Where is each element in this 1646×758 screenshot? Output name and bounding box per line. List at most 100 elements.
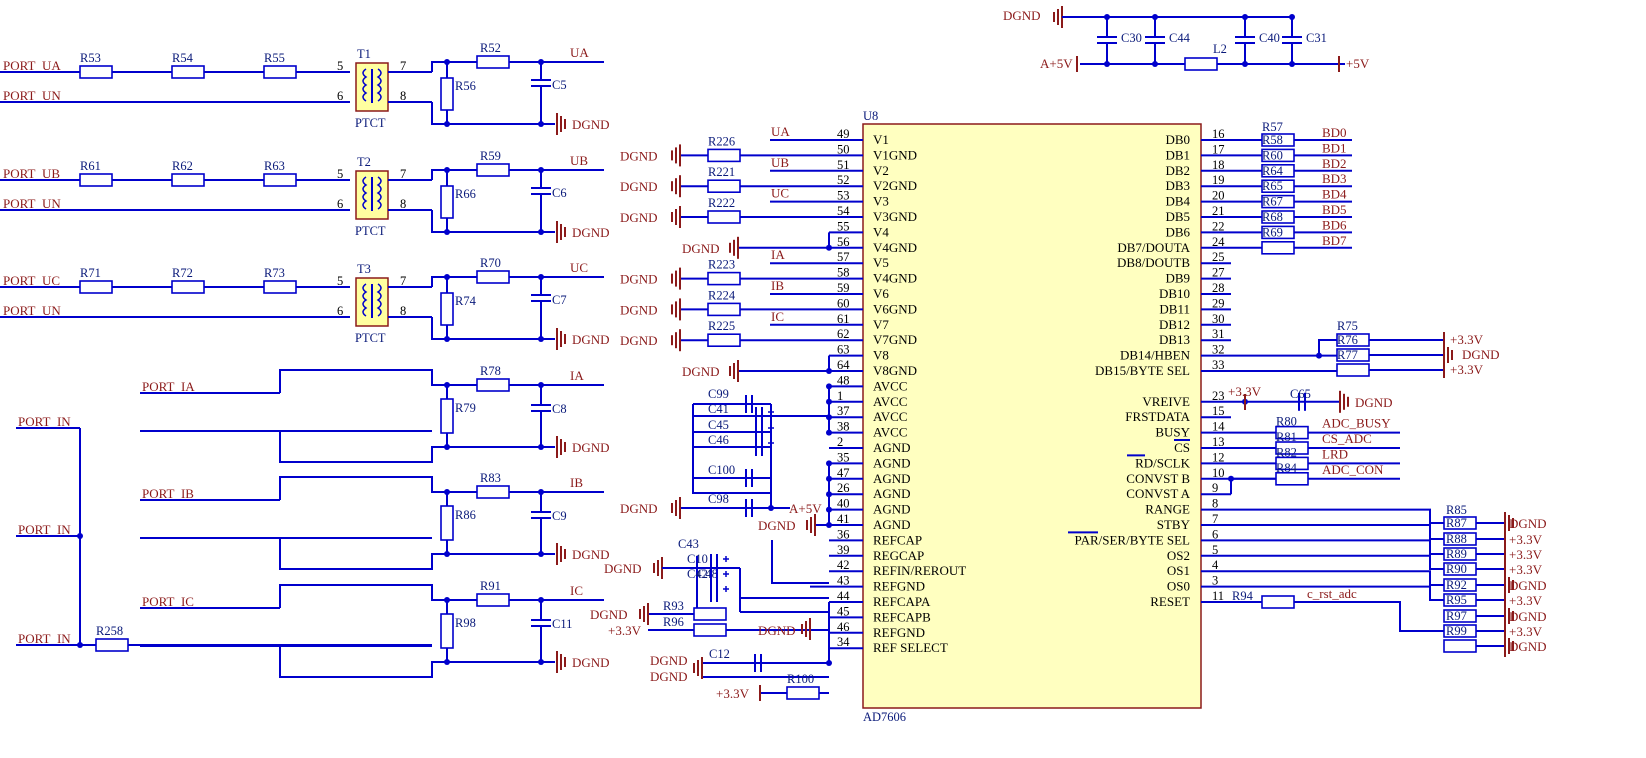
pin-name: DB5 [1165,209,1190,224]
pin-name: V8 [873,348,889,363]
plus-mark [723,586,729,592]
ground-label: DGND [1509,578,1547,593]
ground-label: DGND [620,148,658,163]
port-label: PORT_UB [3,166,60,181]
pin-name: V5 [873,255,889,270]
pin-name: REFGND [873,625,925,640]
pin-number: 20 [1212,189,1225,203]
resistor-label: R99 [1446,624,1467,638]
resistor-label: R87 [1446,516,1467,530]
transformer-label: T1 [357,47,371,61]
capacitor-label: C99 [708,387,729,401]
pin-number: 7 [400,167,406,181]
capacitor-label: C12 [709,647,730,661]
pin-name: V4 [873,224,889,239]
resistor [707,148,741,163]
pin-number: 2 [837,435,843,449]
pin-name: CONVST A [1126,486,1190,501]
pin-number: 8 [400,304,406,318]
pin-number: 45 [837,604,850,618]
resistor [440,613,454,649]
net-label: LRD [1322,446,1348,461]
resistor [707,179,741,193]
pin-name: V8GND [873,363,917,378]
pin-name: AGND [873,440,911,455]
wire [279,646,555,678]
wire [279,431,555,463]
pin-name: AVCC [873,378,907,393]
ground-label: DGND [1509,516,1547,531]
pin-number: 7 [400,59,406,73]
pin-name: STBY [1157,517,1191,532]
pin-number: 7 [1212,512,1218,526]
pin-name: DB6 [1165,224,1190,239]
pin-number: 51 [837,158,850,172]
pin-number: 43 [837,574,850,588]
pin-number: 6 [337,304,343,318]
wire [431,210,555,233]
resistor [476,593,510,607]
ground-label: DGND [620,302,658,317]
ground-label: DGND [604,561,642,576]
wire [431,276,477,287]
pin-number: 19 [1212,173,1225,187]
resistor-label: R80 [1276,415,1297,429]
ground-label: DGND [1003,8,1041,23]
junction-dot [826,460,832,467]
ground-label: DGND [620,179,658,194]
junction-dot [826,506,832,513]
pin-number: 38 [837,420,850,434]
pin-name: DB8/DOUTB [1117,255,1190,270]
resistor-label: R88 [1446,532,1467,546]
pin-name: V7 [873,317,889,332]
ground-label: DGND [590,607,628,622]
resistor [440,185,454,219]
transformer-coil [362,176,368,210]
resistor [440,398,454,434]
pin-name: V7GND [873,332,917,347]
pin-number: 24 [1212,235,1225,249]
supply-label: +3.3V [716,686,750,701]
pin-name: DB9 [1165,271,1190,286]
plus-mark [768,425,774,431]
pin-name: AGND [873,455,911,470]
resistor-label: R63 [264,159,285,173]
net-label: IC [570,583,583,598]
supply-label: +3.3V [1509,562,1543,577]
pin-name: DB3 [1165,178,1190,193]
pin-number: 15 [1212,404,1225,418]
resistor-label: R92 [1446,578,1467,592]
pin-name: AVCC [873,394,907,409]
ground-label: DGND [650,669,688,684]
pin-number: 39 [837,543,850,557]
port-in-label: PORT_IN [18,522,71,537]
resistor-label: R83 [480,471,501,485]
pin-number: 18 [1212,158,1225,172]
pin-number: 25 [1212,250,1225,264]
resistor [707,333,741,348]
capacitor-label: C30 [1121,31,1142,45]
capacitor-label: C48 [697,567,718,581]
neutral-label: PORT_UN [3,303,61,318]
pin-name: CS [1174,440,1190,455]
net-label: ADC_CON [1322,462,1384,477]
net-label: UC [771,186,789,201]
pin-number: 55 [837,219,850,233]
plus-mark [723,571,729,577]
pin-name: V3GND [873,209,917,224]
pin-number: 6 [1212,527,1218,541]
net-label: BD5 [1322,202,1347,217]
pin-name: AGND [873,502,911,517]
pin-number: 4 [1212,558,1219,572]
net-label: IB [570,475,583,490]
pin-number: 58 [837,266,850,280]
pin-number: 41 [837,512,850,526]
capacitor-label: C45 [708,418,729,432]
resistor [440,77,454,111]
resistor-label: R81 [1276,430,1297,444]
pin-number: 33 [1212,358,1225,372]
wire [771,540,829,584]
wire [1231,539,1444,555]
resistor [1184,57,1218,71]
resistor-label: R84 [1276,461,1298,475]
